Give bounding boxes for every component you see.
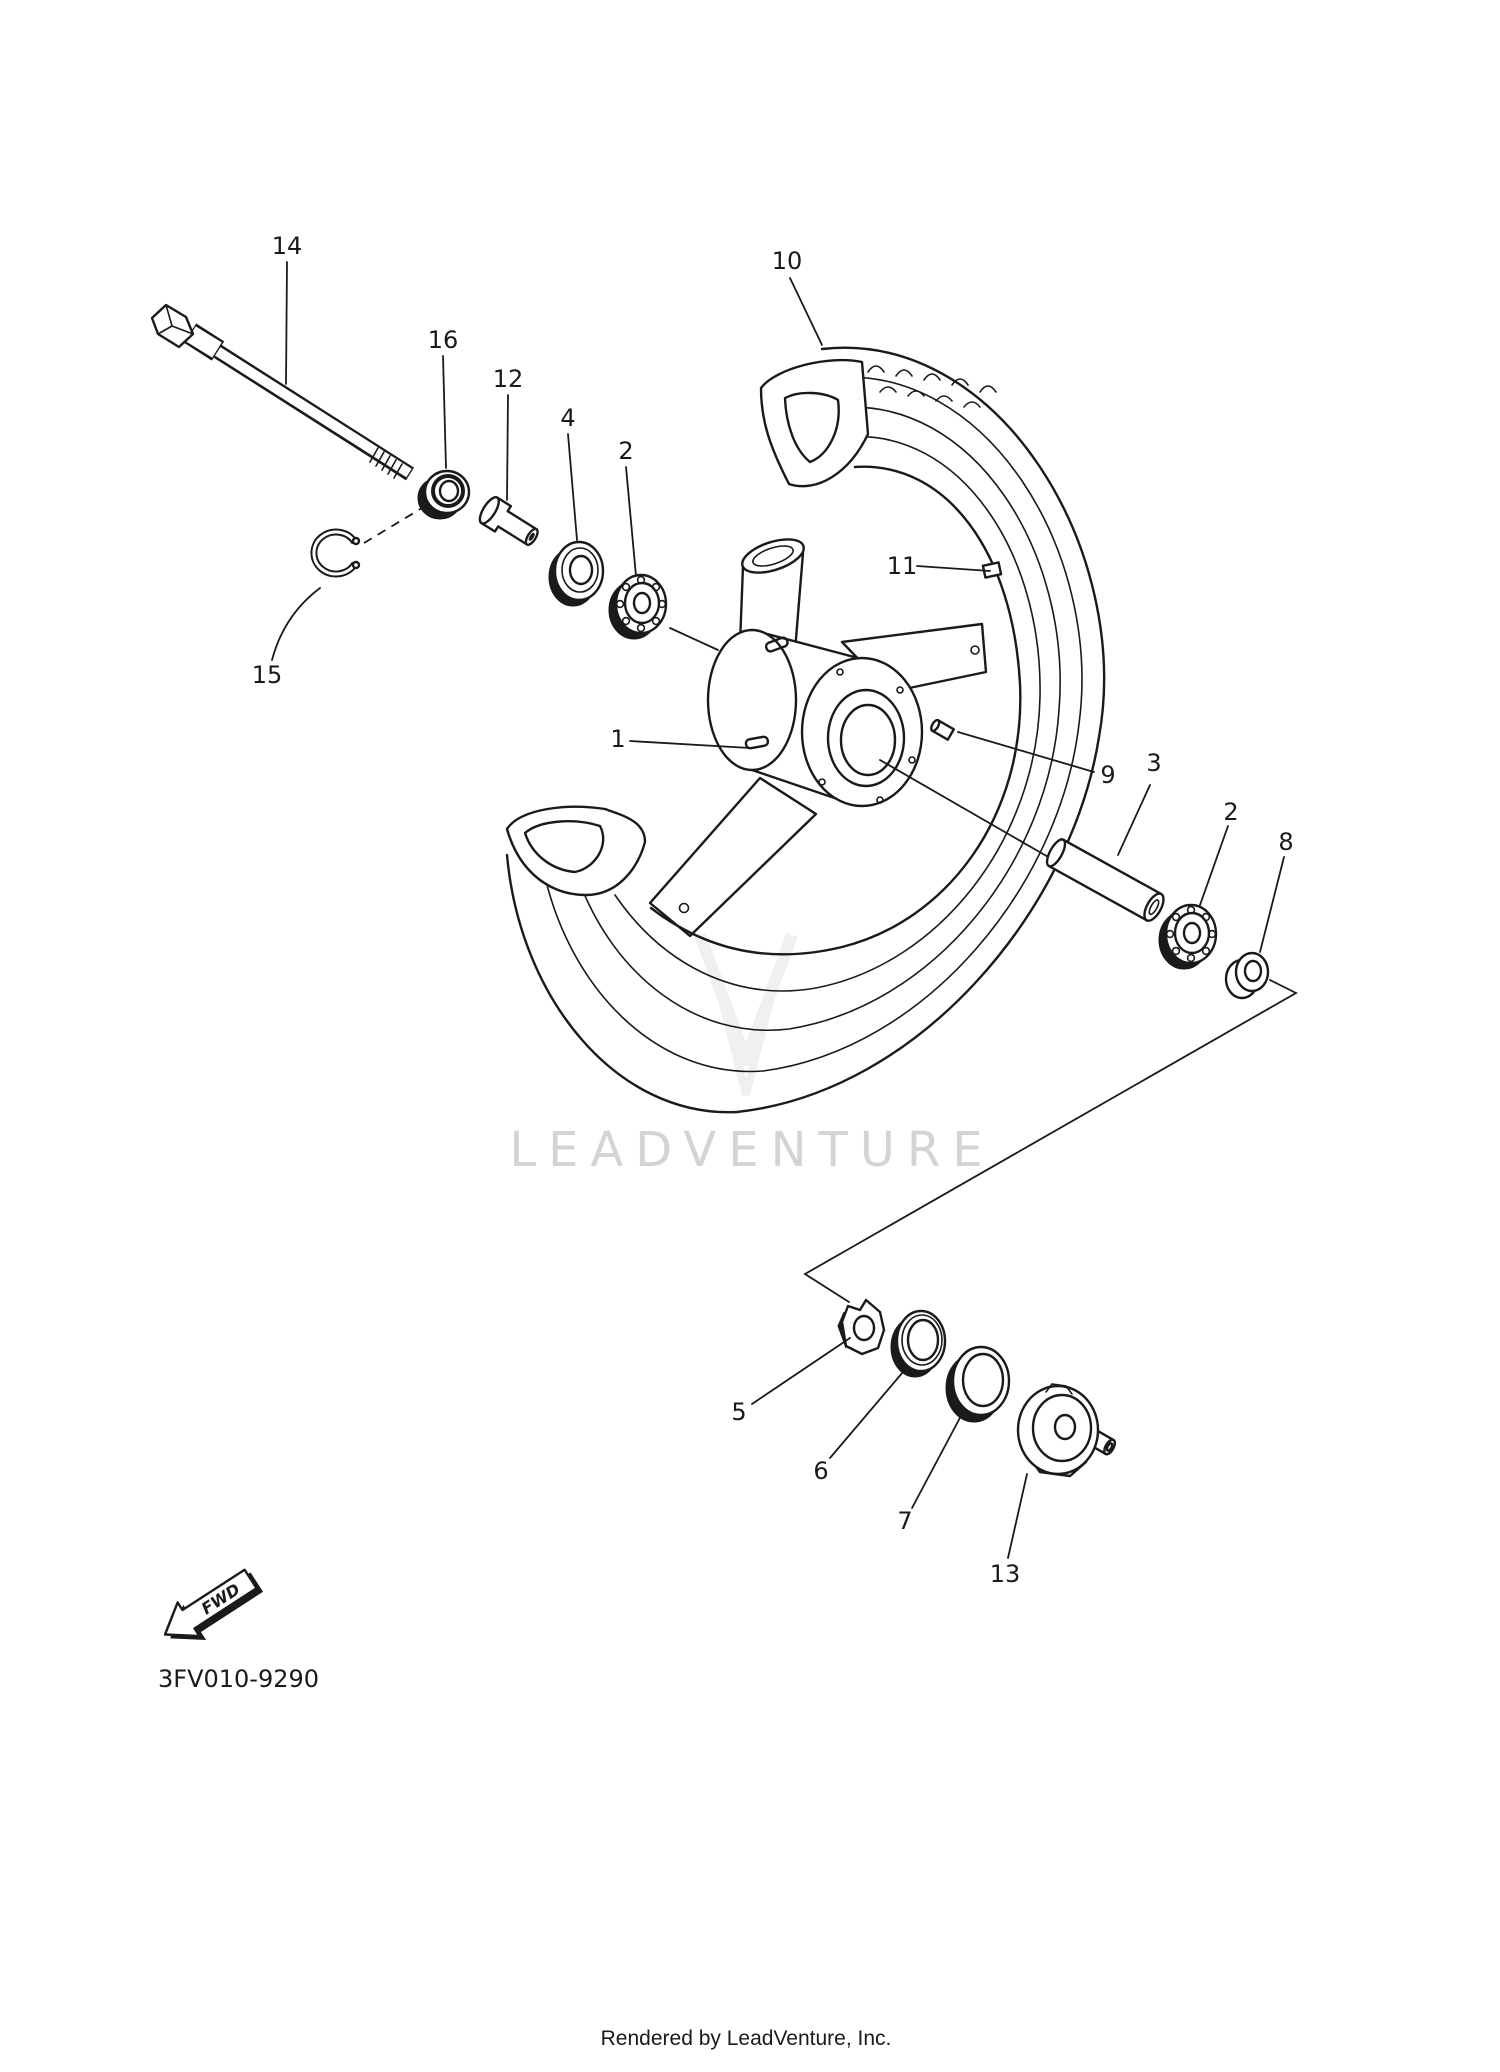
part-6-oil-seal (890, 1309, 947, 1378)
callout-2-left: 2 (618, 437, 633, 465)
part-2-bearing-left (608, 573, 668, 640)
axle-thread (369, 447, 403, 479)
wheel-hub (706, 628, 924, 808)
callout-16: 16 (428, 326, 459, 354)
wheel-tire (505, 346, 1106, 1114)
callout-7: 7 (897, 1507, 912, 1535)
part-16-collar (417, 469, 471, 520)
tire-groove-3 (614, 435, 1041, 992)
part-15-circlip (310, 528, 361, 578)
part-7-ring (945, 1345, 1011, 1423)
part-12-spacer (478, 496, 539, 546)
watermark-logo (694, 932, 798, 1096)
part-11-valve (981, 561, 1003, 579)
tire-section-top (759, 358, 870, 488)
part-14-axle (150, 303, 415, 481)
part-5-retainer (837, 1298, 886, 1356)
part-9-bolt (930, 718, 955, 741)
tire-section-bottom (505, 805, 647, 897)
callout-5: 5 (731, 1398, 746, 1426)
tire-outer-edge (505, 346, 1106, 1114)
spoke-upper-end (741, 538, 805, 574)
callout-2-right: 2 (1223, 798, 1238, 826)
hub-flange (800, 656, 924, 808)
leader-lines (271, 261, 1285, 1559)
part-8-collar (1224, 951, 1270, 1000)
rim-inner-edge (649, 465, 1022, 956)
callout-15: 15 (252, 661, 283, 689)
circlip-dashed-line (363, 507, 423, 544)
fwd-arrow-icon: FWD (163, 1568, 264, 1640)
callout-10: 10 (772, 247, 803, 275)
tire-tread (867, 365, 997, 408)
watermark-text: LEADVENTURE (509, 1122, 994, 1178)
hub-to-spacer-line (879, 759, 1051, 859)
tire-groove-2 (578, 406, 1061, 1031)
spoke-lower (648, 776, 818, 938)
footer-credit: Rendered by LeadVenture, Inc. (601, 2027, 892, 2050)
callout-6: 6 (813, 1457, 828, 1485)
callout-3: 3 (1146, 749, 1161, 777)
part-13-gear-unit (1016, 1383, 1117, 1478)
hub-bearing-recess (826, 688, 906, 788)
callout-1: 1 (610, 725, 625, 753)
hub-drum-left (706, 628, 798, 772)
part-3-spacer (1045, 838, 1165, 922)
callout-13: 13 (990, 1560, 1021, 1588)
callout-8: 8 (1278, 828, 1293, 856)
tire-groove-1 (542, 376, 1083, 1073)
assembly-connector-line (803, 979, 1298, 1303)
part-2-bearing-right (1158, 903, 1218, 970)
callout-14: 14 (272, 232, 303, 260)
part-4-oil-seal (548, 540, 605, 607)
diagram-code: 3FV010-9290 (158, 1665, 319, 1693)
callout-4: 4 (560, 404, 575, 432)
callout-12: 12 (493, 365, 524, 393)
callout-9: 9 (1100, 761, 1115, 789)
bearing-to-hub-line (669, 627, 719, 651)
callout-11: 11 (887, 552, 918, 580)
